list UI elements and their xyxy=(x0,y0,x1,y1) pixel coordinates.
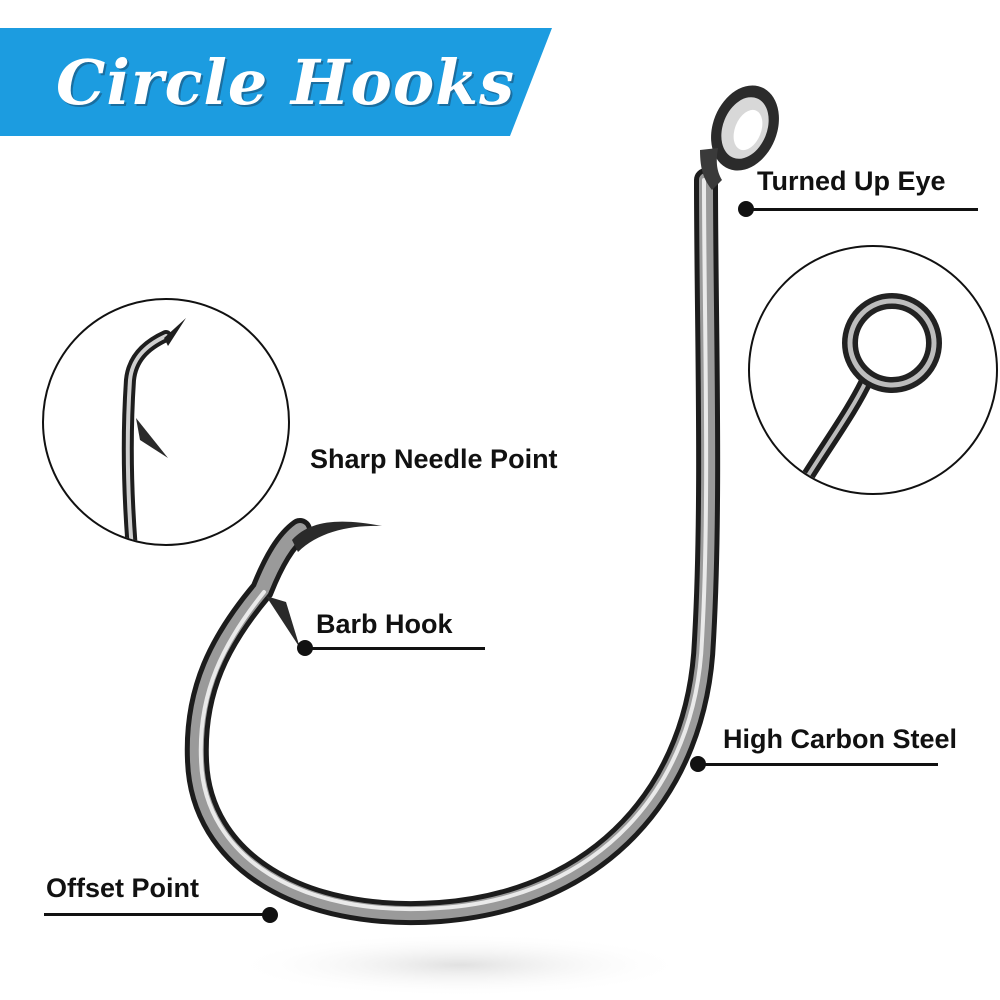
leader-line-turned-up-eye xyxy=(746,208,978,211)
needle-point-closeup-image xyxy=(121,318,186,544)
leader-dot-offset-point xyxy=(262,907,278,923)
label-sharp-needle-point: Sharp Needle Point xyxy=(310,444,558,474)
banner-background xyxy=(0,28,552,136)
label-offset-point: Offset Point xyxy=(46,873,199,903)
turned-up-eye-closeup xyxy=(748,245,998,495)
title-banner: Circle Hooks xyxy=(0,28,552,136)
label-barb-hook: Barb Hook xyxy=(316,609,453,639)
leader-line-barb-hook xyxy=(305,647,485,650)
leader-line-offset-point xyxy=(44,913,270,916)
label-high-carbon-steel: High Carbon Steel xyxy=(723,724,958,754)
needle-point-closeup xyxy=(42,298,290,546)
banner-title: Circle Hooks xyxy=(56,46,516,119)
leader-line-high-carbon-steel xyxy=(698,763,938,766)
label-turned-up-eye: Turned Up Eye xyxy=(757,166,946,196)
turned-up-eye-closeup-image xyxy=(789,293,942,493)
